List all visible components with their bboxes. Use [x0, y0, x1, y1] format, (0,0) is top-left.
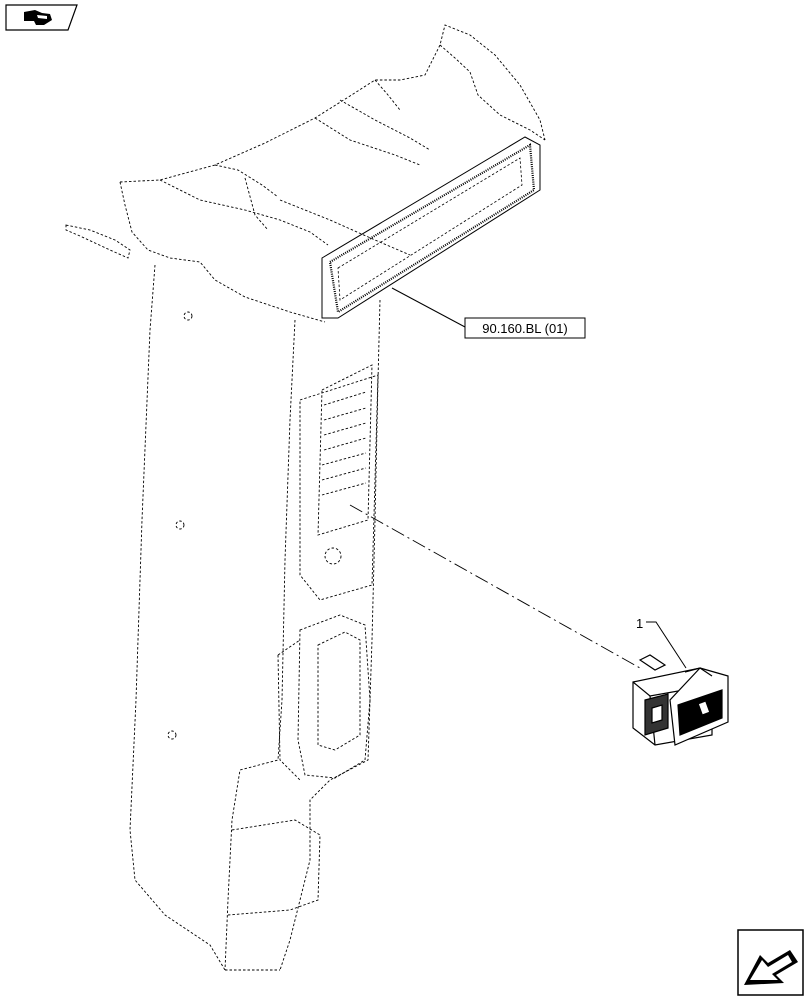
reference-label: 90.160.BL (01)	[482, 321, 568, 336]
installation-axis-line	[349, 504, 641, 669]
air-duct-outlet	[321, 136, 541, 319]
item-leader	[646, 621, 687, 669]
next-page-arrow-icon	[737, 929, 804, 996]
item-number-label: 1	[636, 616, 643, 631]
installation-view-icon	[5, 4, 78, 31]
cab-post-trim	[65, 24, 546, 971]
reference-leader	[391, 287, 586, 339]
rocker-switch	[632, 654, 729, 746]
